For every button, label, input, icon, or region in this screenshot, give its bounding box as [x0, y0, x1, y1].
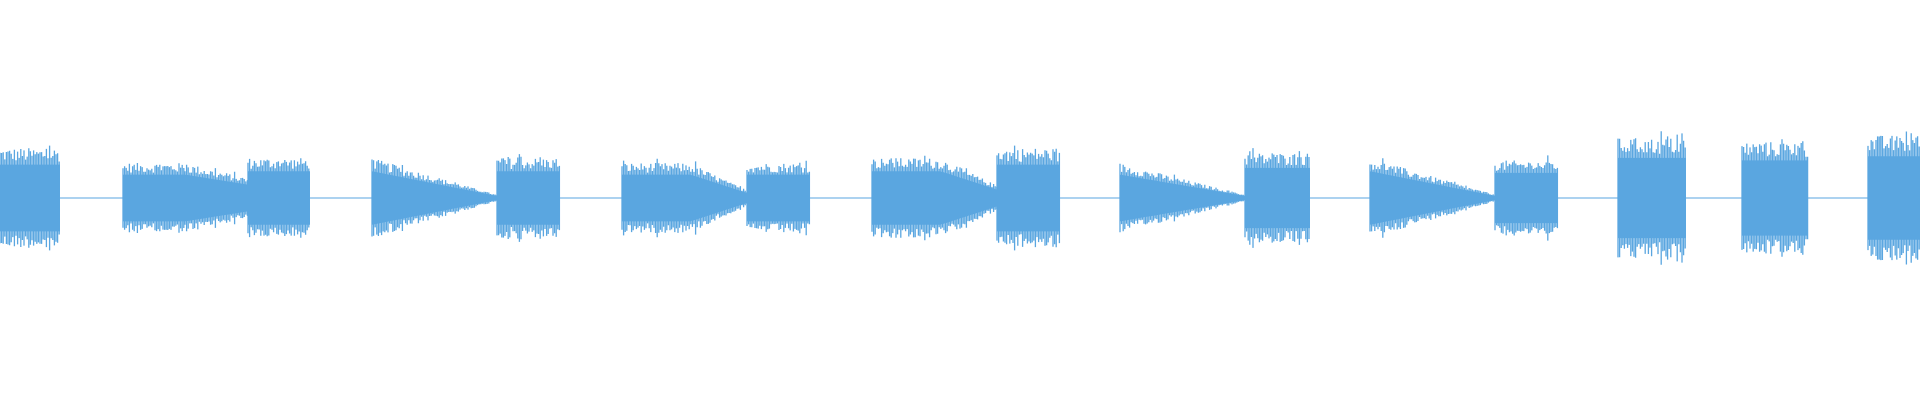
waveform-body: [1245, 167, 1310, 229]
waveform-body: [248, 171, 310, 225]
waveform-segment: [1867, 131, 1920, 265]
waveform-segment: [122, 163, 185, 233]
waveform-body: [1618, 157, 1686, 239]
waveform-body: [497, 171, 560, 225]
waveform-segment: [1741, 139, 1809, 257]
waveform-segment: [1494, 155, 1559, 241]
waveform-body: [622, 174, 747, 222]
waveform-segment: [621, 158, 748, 238]
waveform-body: [872, 171, 997, 225]
waveform-body: [747, 174, 810, 222]
waveform-segment: [871, 155, 998, 241]
waveform-segment: [1244, 148, 1310, 248]
waveform-body: [372, 171, 497, 225]
waveform-segment: [1369, 158, 1496, 238]
waveform-body: [1868, 156, 1920, 240]
waveform-body: [1370, 171, 1495, 225]
waveform-segment: [0, 145, 60, 251]
waveform-segments-group: [0, 131, 1920, 265]
waveform-body: [123, 174, 185, 222]
waveform-body: [1742, 160, 1808, 236]
waveform-body: [0, 164, 60, 232]
waveform-segment: [1617, 131, 1686, 265]
waveform-segment: [496, 154, 561, 242]
waveform-segment: [371, 159, 498, 237]
waveform-body: [1120, 174, 1245, 222]
waveform-body: [997, 164, 1060, 232]
waveform-segment: [746, 160, 811, 236]
waveform-body: [1495, 172, 1558, 224]
waveform-segment: [247, 158, 310, 238]
waveform-body: [185, 174, 248, 222]
waveform-segment: [1119, 163, 1246, 233]
waveform-segment: [996, 145, 1061, 251]
waveform-segment: [184, 164, 249, 232]
